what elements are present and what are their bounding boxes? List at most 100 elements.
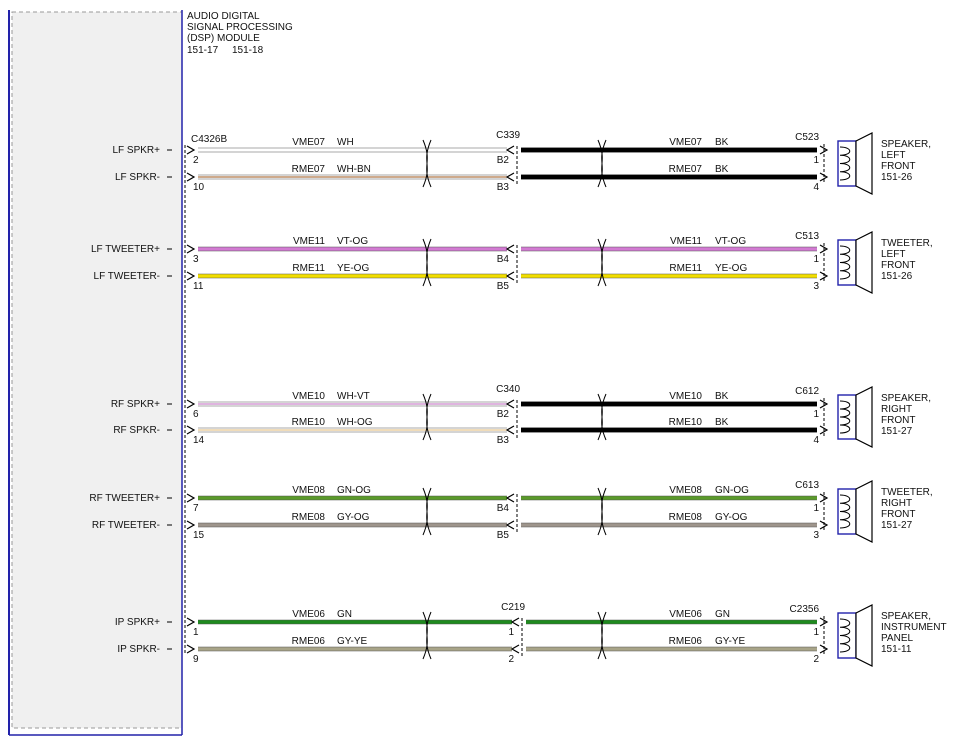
mid-pin-number: B2 (497, 409, 510, 420)
twist-curve (597, 393, 607, 441)
end-connector-label: C513 (795, 231, 819, 242)
device-label-line: SPEAKER, (881, 393, 931, 404)
connector-arrow (505, 520, 515, 530)
module-pin-label: IP SPKR+ (115, 617, 160, 628)
speaker-coil (839, 400, 851, 434)
connector-arrow (186, 520, 196, 530)
connector-arrow (819, 271, 829, 281)
module-pin-number: 14 (193, 435, 205, 446)
twist-curve (422, 238, 432, 287)
module-pin-label: LF TWEETER- (94, 271, 160, 282)
device-label-line: FRONT (881, 260, 915, 271)
connector-arrow (819, 145, 829, 155)
device-label-line: SPEAKER, (881, 611, 931, 622)
circuit-id-right: VME10 (669, 391, 702, 402)
module-pin-label: RF SPKR- (113, 425, 160, 436)
circuit-id-left: VME06 (292, 609, 325, 620)
speaker-coil (839, 146, 851, 181)
twisted-pair-symbol (597, 238, 607, 287)
end-pin-number: 2 (813, 654, 819, 665)
wire-color-left: GY-OG (337, 512, 370, 523)
speaker-coil (839, 245, 851, 280)
module-pin-number: 6 (193, 409, 199, 420)
module-pin-number: 3 (193, 254, 199, 265)
wire-color-right: GN (715, 609, 730, 620)
circuit-id-right: VME08 (669, 485, 702, 496)
connector-arrow (505, 145, 515, 155)
wire-color-right: YE-OG (715, 263, 747, 274)
wire-color-right: GN-OG (715, 485, 749, 496)
mid-connector-label: C219 (501, 602, 525, 613)
twist-curve (597, 238, 607, 287)
module-title-line: SIGNAL PROCESSING (187, 22, 293, 33)
device-label-line: LEFT (881, 249, 905, 260)
connector-arrow (505, 399, 515, 409)
wire-color-left: GN (337, 609, 352, 620)
connector-arrow (186, 644, 196, 654)
speaker-icon (837, 132, 873, 195)
speaker-coil (839, 618, 851, 653)
twist-curve (422, 393, 432, 441)
wire-color-right: GY-YE (715, 636, 746, 647)
module-title: AUDIO DIGITAL SIGNAL PROCESSING (DSP) MO… (187, 11, 293, 56)
device-label-line: FRONT (881, 509, 915, 520)
device-label-line: TWEETER, (881, 487, 933, 498)
connector-arrow (819, 244, 829, 254)
module-pin-label: RF TWEETER- (92, 520, 160, 531)
connector-arrow (819, 399, 829, 409)
circuit-id-right: VME11 (670, 236, 702, 247)
end-pin-number: 1 (813, 503, 819, 514)
end-pin-number: 4 (813, 435, 819, 446)
connector-arrow (505, 271, 515, 281)
connector-arrow (186, 244, 196, 254)
mid-pin-number: B4 (497, 254, 510, 265)
twisted-pair-symbol (422, 393, 432, 441)
connector-arrow (186, 145, 196, 155)
speaker-icon (837, 231, 873, 294)
device-label-line: RIGHT (881, 404, 912, 415)
device-ref: 151-26 (881, 271, 913, 282)
twist-curve (422, 487, 432, 536)
connector-arrow (186, 493, 196, 503)
module-pin-number: 2 (193, 155, 199, 166)
twisted-pair-symbol (422, 611, 432, 660)
twist-curve (422, 139, 432, 188)
module-pin-label: LF SPKR+ (112, 145, 160, 156)
device-ref: 151-11 (881, 644, 912, 655)
mid-pin-number: B3 (497, 435, 510, 446)
circuit-id-left: VME07 (292, 137, 325, 148)
end-connector-label: C612 (795, 386, 819, 397)
speaker-icon (837, 604, 873, 667)
wire-color-left: WH (337, 137, 354, 148)
wire-color-left: YE-OG (337, 263, 369, 274)
device-label-line: TWEETER, (881, 238, 933, 249)
end-pin-number: 4 (813, 182, 819, 193)
wire-color-left: WH-VT (337, 391, 370, 402)
mid-pin-number: 2 (508, 654, 514, 665)
module-title-line: (DSP) MODULE (187, 33, 260, 44)
wire-color-right: VT-OG (715, 236, 746, 247)
twisted-pair-symbol (597, 611, 607, 660)
mid-pin-number: B5 (497, 281, 510, 292)
module-pin-label: LF SPKR- (115, 172, 160, 183)
circuit-id-left: RME06 (292, 636, 326, 647)
mid-pin-number: B3 (497, 182, 510, 193)
device-ref: 151-27 (881, 426, 913, 437)
wire-color-right: BK (715, 417, 729, 428)
circuit-id-right: RME06 (669, 636, 703, 647)
device-label-line: FRONT (881, 161, 915, 172)
left-connector-label: C4326B (191, 134, 227, 145)
module-pin-label: RF SPKR+ (111, 399, 160, 410)
end-pin-number: 1 (813, 254, 819, 265)
connector-arrow (819, 644, 829, 654)
speaker-icon (837, 480, 873, 543)
